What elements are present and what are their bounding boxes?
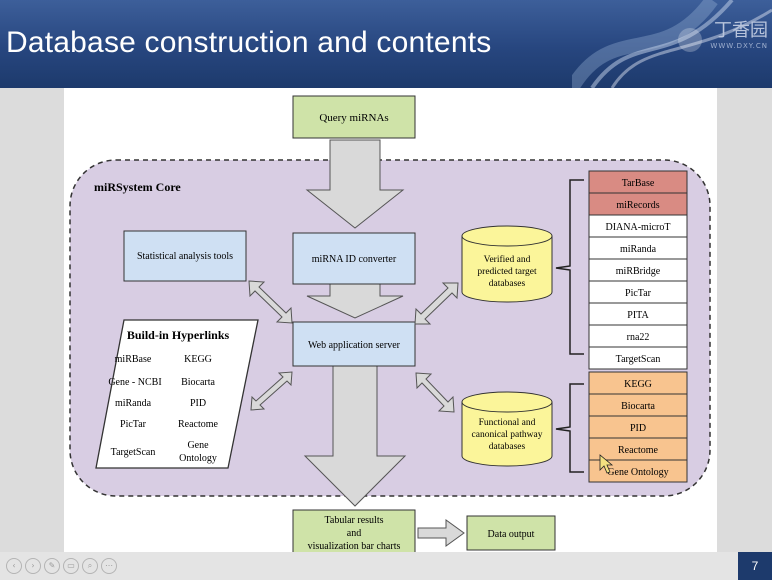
hyperlink-reactome: Reactome <box>178 419 219 430</box>
hyperlink-biocarta: Biocarta <box>181 377 215 388</box>
arrow-server-verified <box>414 282 459 325</box>
db-pictar: PicTar <box>625 288 652 299</box>
functional-db-cylinder: Functional and canonical pathway databas… <box>461 391 553 467</box>
arrow-to-output <box>417 519 465 547</box>
arrow-stats-server <box>248 280 293 324</box>
db-gene-ontology: Gene Ontology <box>607 467 668 478</box>
converter-box <box>292 232 416 285</box>
arrow-query-down <box>305 139 405 229</box>
hyperlinks-panel <box>95 319 259 469</box>
verified-db-line-3: databases <box>489 279 526 289</box>
arrow-server-down <box>303 365 407 507</box>
stats-tools-label: Statistical analysis tools <box>137 251 233 262</box>
logo-subtext: WWW.DXY.CN <box>710 42 768 50</box>
arrow-server-functional <box>415 372 455 413</box>
brace-target-dbs <box>555 179 584 355</box>
core-label: miRSystem Core <box>94 180 181 194</box>
results-line-2: and <box>347 528 361 539</box>
page-number: 7 <box>738 552 772 580</box>
pathway-db-list: KEGG Biocarta PID Reactome Gene Ontology <box>588 371 688 483</box>
zoom-icon[interactable]: ⌕ <box>82 558 98 574</box>
slide-header: Database construction and contents 丁香园 W… <box>0 0 772 88</box>
functional-db-line-1: Functional and <box>479 418 536 428</box>
hyperlink-kegg: KEGG <box>184 354 212 365</box>
hyperlinks-title: Build-in Hyperlinks <box>127 328 230 342</box>
db-reactome: Reactome <box>618 445 659 456</box>
hyperlink-pid: PID <box>190 398 206 409</box>
pen-icon[interactable]: ✎ <box>44 558 60 574</box>
functional-db-line-2: canonical pathway <box>472 430 543 440</box>
arrow-converter-down <box>306 283 404 319</box>
target-db-list: TarBase miRecords DIANA-microT miRanda m… <box>588 170 688 370</box>
dna-graphic <box>572 0 772 88</box>
db-rna22: rna22 <box>627 332 650 343</box>
verified-db-line-1: Verified and <box>484 254 531 265</box>
verified-db-cylinder: Verified and predicted target databases <box>461 225 553 303</box>
slideshow-toolbar: ‹ › ✎ ▭ ⌕ ⋯ <box>0 552 772 580</box>
hyperlink-gene-ncbi: Gene - NCBI <box>108 377 161 388</box>
arrow-server-hyperlinks <box>250 371 293 411</box>
brace-pathway-dbs <box>555 383 584 473</box>
results-line-3: visualization bar charts <box>308 541 401 552</box>
slides-icon[interactable]: ▭ <box>63 558 79 574</box>
hyperlink-mirbase: miRBase <box>115 354 152 365</box>
previous-slide-icon[interactable]: ‹ <box>6 558 22 574</box>
results-line-1: Tabular results <box>324 515 383 526</box>
slide-title: Database construction and contents <box>6 26 492 59</box>
more-options-icon[interactable]: ⋯ <box>101 558 117 574</box>
output-label: Data output <box>488 529 535 540</box>
db-mirbridge: miRBridge <box>616 266 661 277</box>
web-server-label: Web application server <box>308 340 401 351</box>
functional-db-line-3: databases <box>489 442 526 452</box>
db-pid: PID <box>630 423 646 434</box>
mouse-cursor-icon <box>599 454 614 474</box>
query-label: Query miRNAs <box>319 112 388 124</box>
hyperlink-pictar: PicTar <box>120 419 147 430</box>
db-biocarta: Biocarta <box>621 401 655 412</box>
db-mirecords: miRecords <box>616 200 659 211</box>
db-tarbase: TarBase <box>622 178 655 189</box>
db-kegg: KEGG <box>624 379 652 390</box>
next-slide-icon[interactable]: › <box>25 558 41 574</box>
verified-db-line-2: predicted target <box>477 267 537 277</box>
site-logo: 丁香园 WWW.DXY.CN <box>710 16 768 50</box>
hyperlink-ontology: Ontology <box>179 453 217 464</box>
hyperlink-targetscan: TargetScan <box>111 447 156 458</box>
db-miranda: miRanda <box>620 244 657 255</box>
logo-text: 丁香园 <box>714 20 768 41</box>
hyperlink-miranda: miRanda <box>115 398 152 409</box>
db-diana-microt: DIANA-microT <box>606 222 671 233</box>
query-box <box>292 95 416 139</box>
db-targetscan: TargetScan <box>616 354 661 365</box>
stats-tools-box <box>123 230 247 282</box>
converter-label: miRNA ID converter <box>312 254 397 265</box>
db-pita: PITA <box>627 310 649 321</box>
web-server-box <box>292 321 416 367</box>
output-box <box>466 515 556 551</box>
hyperlink-gene: Gene <box>187 440 209 451</box>
